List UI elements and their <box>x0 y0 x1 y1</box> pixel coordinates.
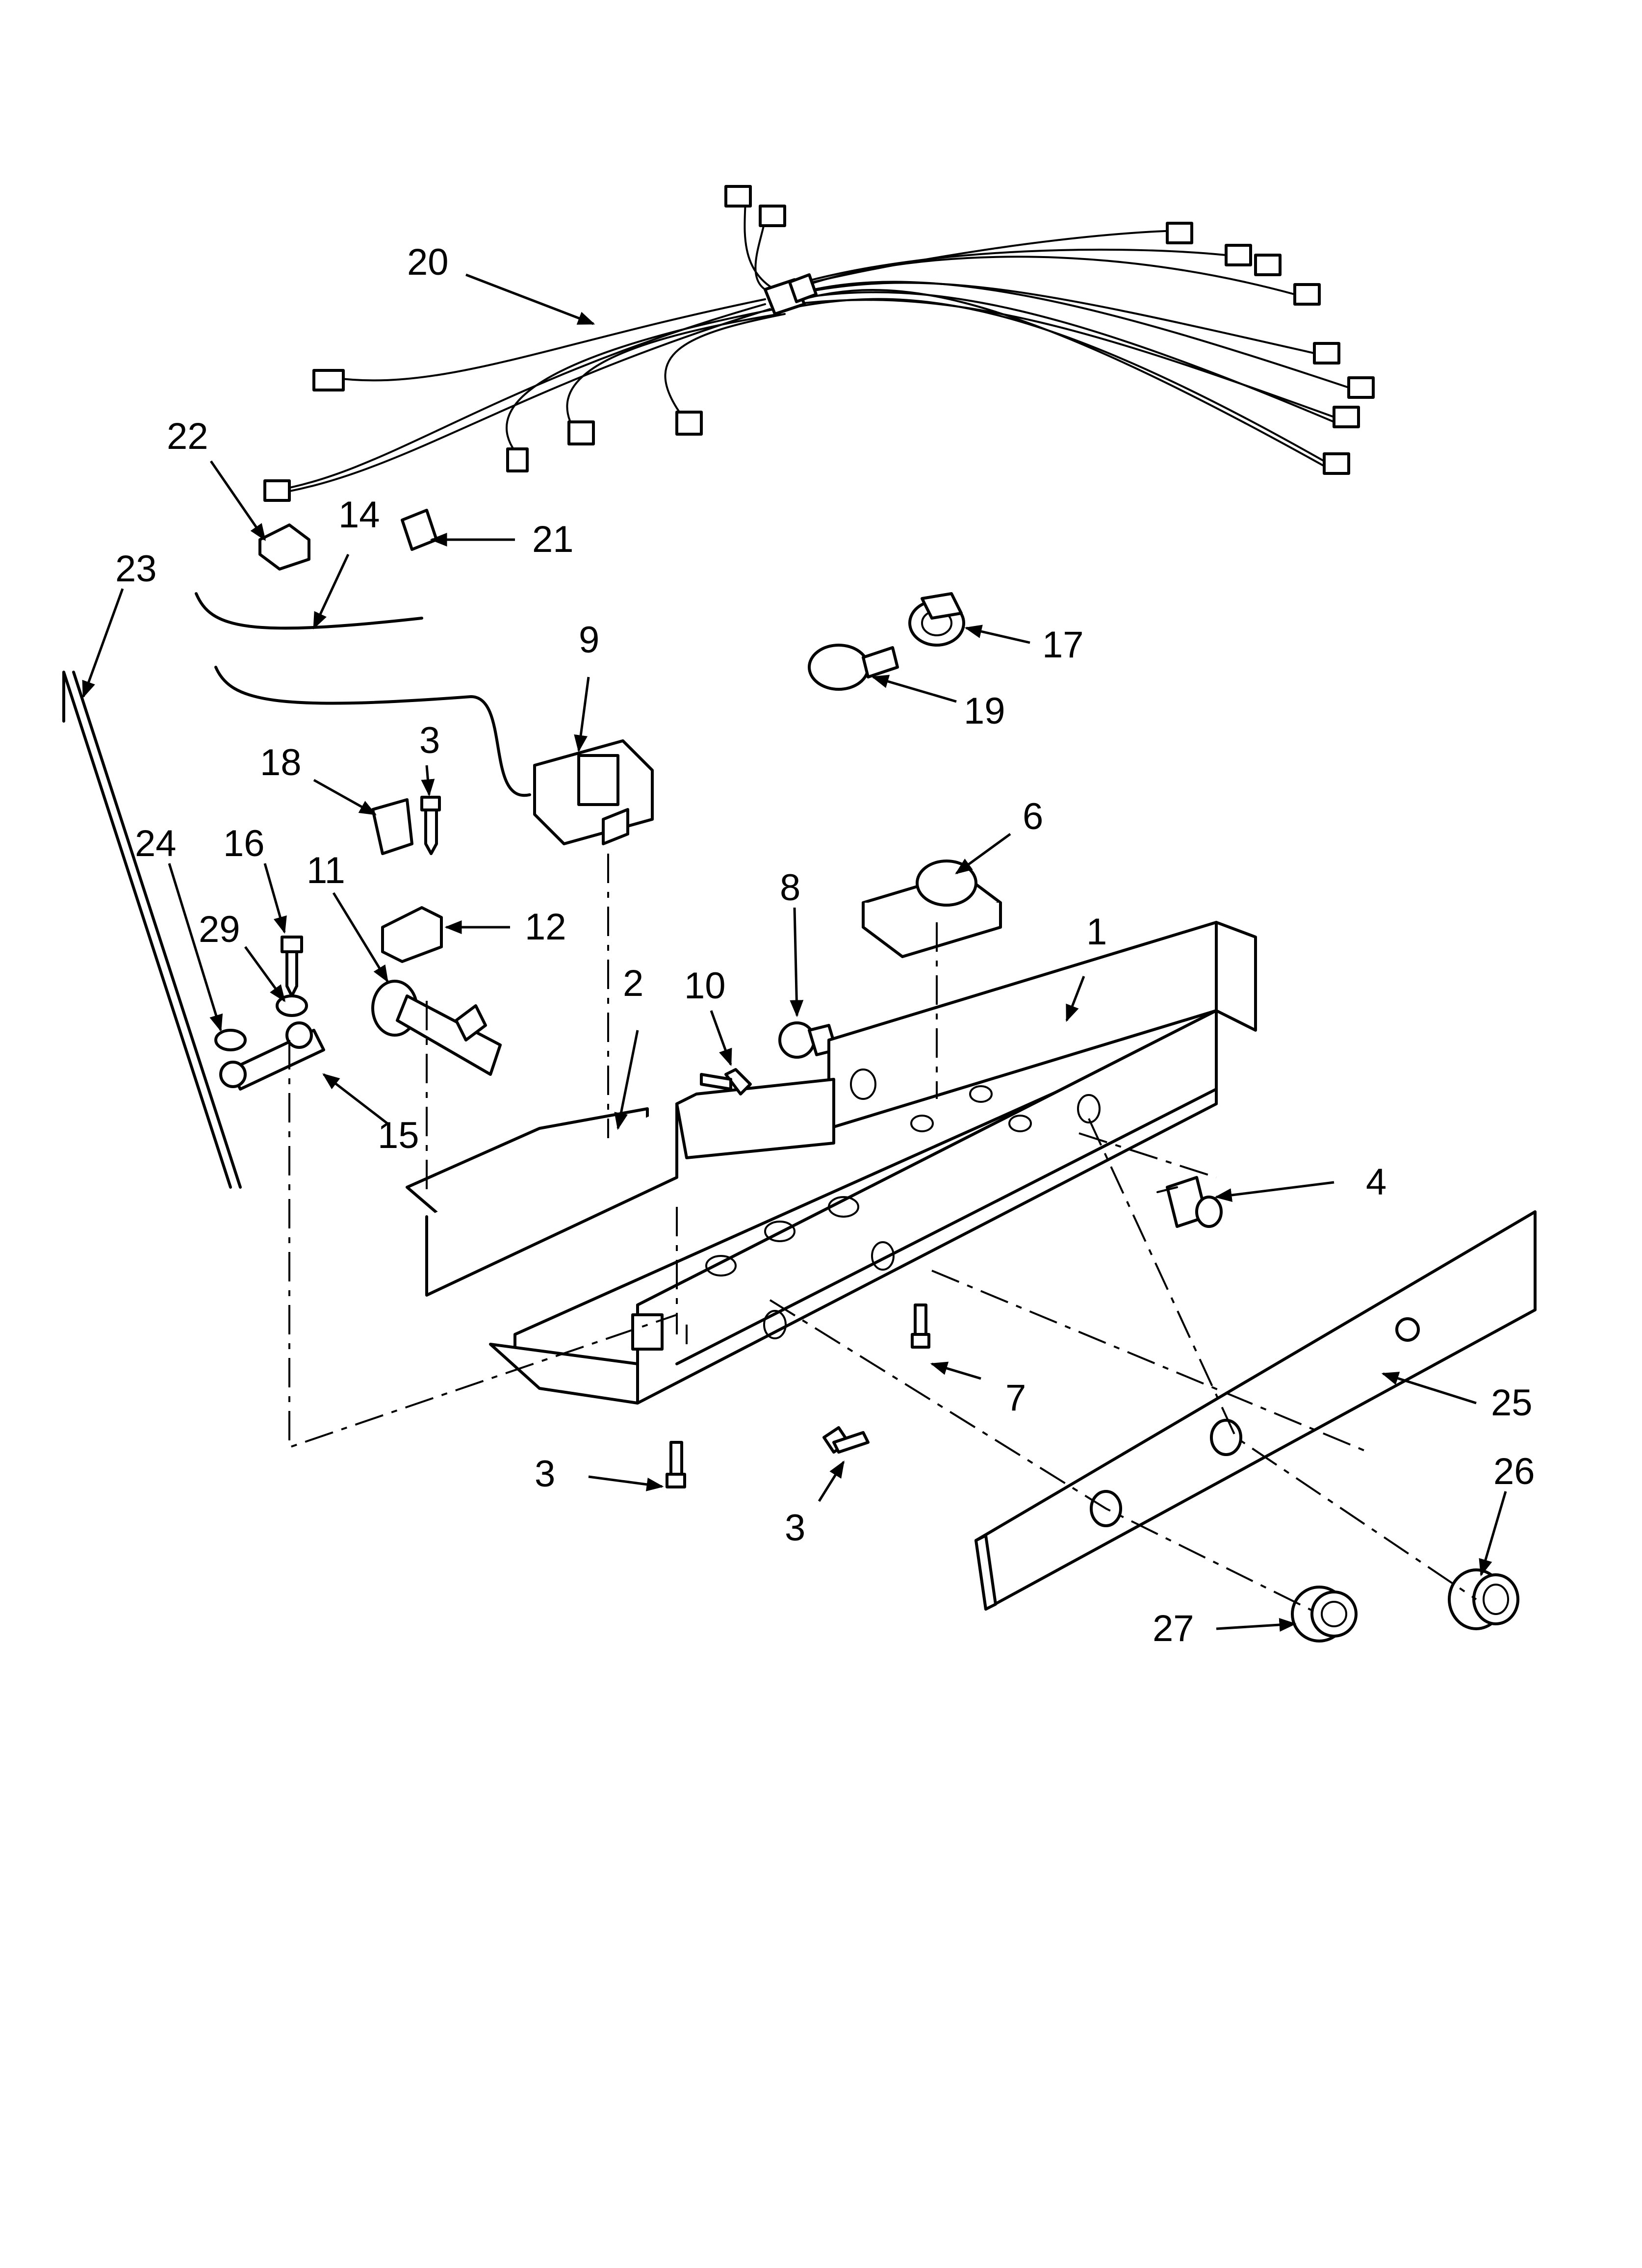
screw-16 <box>281 936 303 997</box>
capillary-tube-2 <box>214 666 531 797</box>
wire-harness <box>263 185 1375 502</box>
switch-4 <box>1156 1176 1223 1228</box>
callout-12: 12 <box>525 906 566 948</box>
callout-labels: 20 22 21 14 23 9 17 19 3 6 18 24 16 11 1… <box>115 241 1535 1649</box>
clip-18-part <box>371 798 413 855</box>
callout-20: 20 <box>407 241 449 283</box>
callout-leaders <box>82 273 1507 1632</box>
callout-2: 2 <box>623 963 643 1004</box>
callout-3-bottom-left: 3 <box>535 1453 555 1495</box>
control-shaft <box>371 980 502 1076</box>
callout-24: 24 <box>135 823 177 864</box>
callout-9: 9 <box>579 619 599 661</box>
screw-7 <box>911 1303 930 1349</box>
callout-17: 17 <box>1042 624 1084 666</box>
callout-25: 25 <box>1491 1382 1533 1424</box>
capillary-tube <box>195 592 423 630</box>
callout-19: 19 <box>964 690 1005 732</box>
callout-6: 6 <box>1023 796 1043 837</box>
lamp-bulb <box>808 644 899 691</box>
callout-26: 26 <box>1493 1451 1535 1492</box>
lamp-socket <box>908 592 965 647</box>
callout-14: 14 <box>338 494 380 536</box>
retainer-part <box>401 509 438 551</box>
shaft-bracket <box>381 906 443 963</box>
callout-23: 23 <box>115 548 157 590</box>
thermostat-part <box>533 739 654 845</box>
washer-24 <box>214 1029 247 1051</box>
damper-link-rod <box>62 671 242 1189</box>
damper-control <box>862 860 1002 958</box>
screw-3-top <box>420 796 441 855</box>
callout-10: 10 <box>684 965 726 1007</box>
callout-16: 16 <box>223 823 265 864</box>
callout-1: 1 <box>1086 911 1107 953</box>
clip-part <box>258 523 310 571</box>
callout-8: 8 <box>780 867 800 909</box>
callout-11: 11 <box>307 850 345 891</box>
callout-18: 18 <box>260 742 302 783</box>
callout-29: 29 <box>199 909 240 950</box>
knob-27 <box>1291 1586 1358 1642</box>
callout-3-bottom-right: 3 <box>785 1507 805 1549</box>
callout-22: 22 <box>167 416 208 457</box>
screw-10 <box>700 1068 752 1095</box>
control-housing <box>489 921 1257 1405</box>
control-panel <box>975 1210 1537 1611</box>
alignment-lines <box>288 854 1477 1613</box>
callout-27: 27 <box>1153 1608 1194 1649</box>
screw-3-bottom-left <box>666 1441 686 1488</box>
damper-crank <box>219 1021 325 1091</box>
callout-3-top: 3 <box>419 720 440 761</box>
callout-4: 4 <box>1366 1161 1386 1203</box>
screw-3-bottom-right <box>822 1426 870 1454</box>
callout-15: 15 <box>378 1115 419 1156</box>
knob-26 <box>1448 1568 1519 1630</box>
callout-21: 21 <box>532 519 574 560</box>
callout-7: 7 <box>1005 1377 1026 1419</box>
thermostat-bracket <box>406 1078 835 1297</box>
